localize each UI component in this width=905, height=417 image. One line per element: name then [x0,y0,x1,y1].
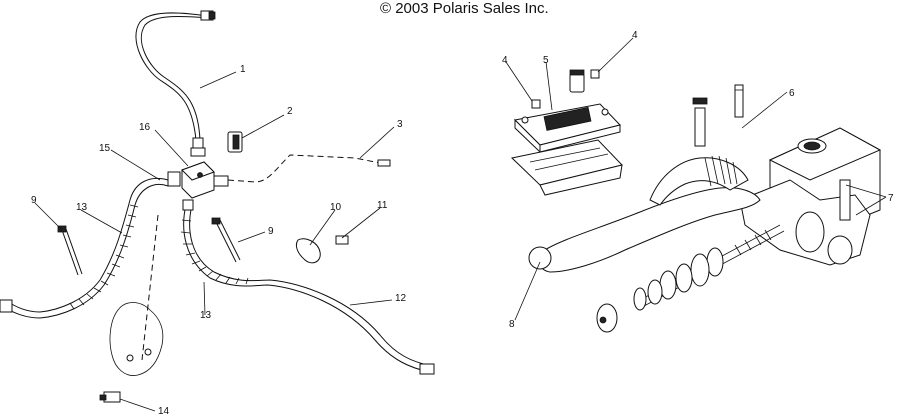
bleeder-cap [569,69,585,93]
bolt-left [57,225,83,276]
cover-screw-right [590,69,600,79]
leader-lines [34,37,887,412]
master-cylinder-body [739,127,882,266]
callout-8: 8 [509,319,515,330]
fitting-small [335,235,349,245]
callout-13-center: 13 [200,310,212,321]
callout-15: 15 [99,143,111,154]
callout-14: 14 [158,406,170,417]
callout-4-left: 4 [502,55,508,66]
callout-1: 1 [240,64,246,75]
cover-screw-left [531,99,541,109]
pivot-pin-upper [734,84,744,118]
banjo-bolt [227,131,243,153]
piston-assembly [633,224,785,311]
callout-5: 5 [543,55,549,66]
bleeder-screw [99,391,121,403]
brake-line-dashed [227,154,386,183]
copyright-notice: © 2003 Polaris Sales Inc. [380,0,549,17]
bolt-center [211,217,241,263]
brake-hose-left [0,177,169,319]
callout-11: 11 [377,200,388,211]
callout-9-center: 9 [268,226,274,237]
caliper-outline [109,214,164,376]
diaphragm [510,139,623,196]
pivot-pin-lower [692,97,708,147]
callout-7: 7 [888,193,894,204]
junction-block [167,161,229,199]
callout-9-left: 9 [31,195,37,206]
callout-16: 16 [139,122,151,133]
callout-10: 10 [330,202,342,213]
brake-lever [528,155,761,273]
brake-line-upper [135,10,216,157]
callout-12: 12 [395,293,407,304]
callout-3: 3 [397,119,403,130]
callout-13-left: 13 [76,202,88,213]
dust-boot [596,303,618,333]
hose-clip [295,238,321,264]
callout-4-right: 4 [632,30,638,41]
callout-2: 2 [287,106,293,117]
brake-hose-center [180,199,435,375]
callout-6: 6 [789,88,795,99]
reservoir-cover [513,103,621,154]
